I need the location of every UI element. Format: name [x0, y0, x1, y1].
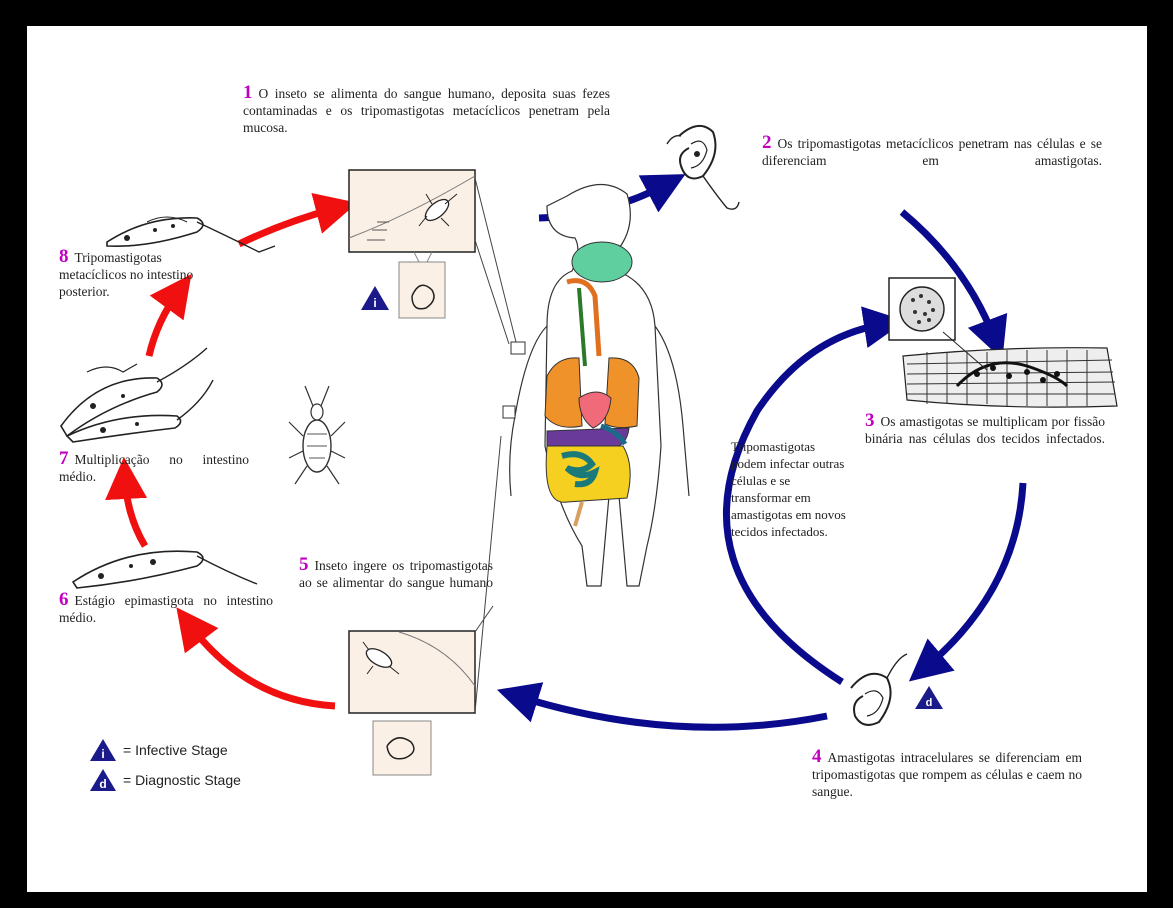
arrow-6-to-7: [125, 478, 145, 546]
step-7-number: 7: [59, 448, 69, 469]
legend-infective-label: = Infective Stage: [123, 742, 228, 758]
arrow-4-to-5: [517, 696, 827, 727]
step-1-number: 1: [243, 82, 253, 103]
step-3-text: Os amastigotas se multiplicam por fissão…: [865, 414, 1105, 446]
step-2-number: 2: [762, 132, 772, 153]
svg-text:i: i: [373, 296, 376, 310]
legend-infective: i = Infective Stage: [89, 738, 228, 762]
step3-tissue-illustration: [889, 278, 1117, 407]
arrow-7-to-8: [149, 291, 179, 356]
step-2-text: Os tripomastigotas metacíclicos penetram…: [762, 136, 1102, 168]
step-1-text: O inseto se alimenta do sangue humano, d…: [243, 86, 610, 135]
step1-bite-illustration: [349, 170, 475, 318]
infective-stage-badge: i: [361, 286, 389, 310]
step5-bite-illustration: [349, 631, 475, 775]
legend-diagnostic-label: = Diagnostic Stage: [123, 772, 241, 788]
svg-text:d: d: [99, 777, 106, 791]
step6-epimastigote-illustration: [73, 551, 257, 588]
step7-epimastigotes-illustration: [61, 348, 213, 442]
arrow-8-to-1: [239, 208, 337, 244]
step-8-text: Tripomastigotas metacíclicos no intestin…: [59, 250, 193, 299]
infective-stage-icon: i: [89, 738, 117, 762]
step-7-text: Multiplicação no intestino médio.: [59, 452, 249, 484]
human-body-illustration: [503, 184, 689, 586]
triatomine-bug-illustration: [289, 386, 345, 484]
step-6-text: Estágio epimastigota no intestino médio.: [59, 593, 273, 625]
legend-diagnostic: d = Diagnostic Stage: [89, 768, 241, 792]
step-6-number: 6: [59, 589, 69, 610]
step-4-text: Amastigotas intracelulares se diferencia…: [812, 750, 1082, 799]
diagnostic-stage-badge: d: [915, 686, 943, 709]
arrow-5-to-6: [189, 624, 335, 706]
step4-trypomastigote-illustration: [851, 654, 907, 725]
step-4-number: 4: [812, 746, 822, 767]
arrow-3-to-4: [925, 483, 1023, 668]
diagnostic-stage-icon: d: [89, 768, 117, 792]
svg-text:d: d: [926, 697, 933, 709]
step-3-number: 3: [865, 410, 875, 431]
reinfection-note: Tripomastigotas podem infectar outras cé…: [731, 438, 847, 540]
svg-text:i: i: [101, 747, 104, 761]
step8-trypomastigote-illustration: [107, 217, 275, 252]
step2-trypomastigote-illustration: [667, 126, 739, 209]
step-5-text: Inseto ingere os tripomastigotas ao se a…: [299, 558, 493, 590]
step-8-number: 8: [59, 246, 69, 267]
step-5-number: 5: [299, 554, 309, 575]
